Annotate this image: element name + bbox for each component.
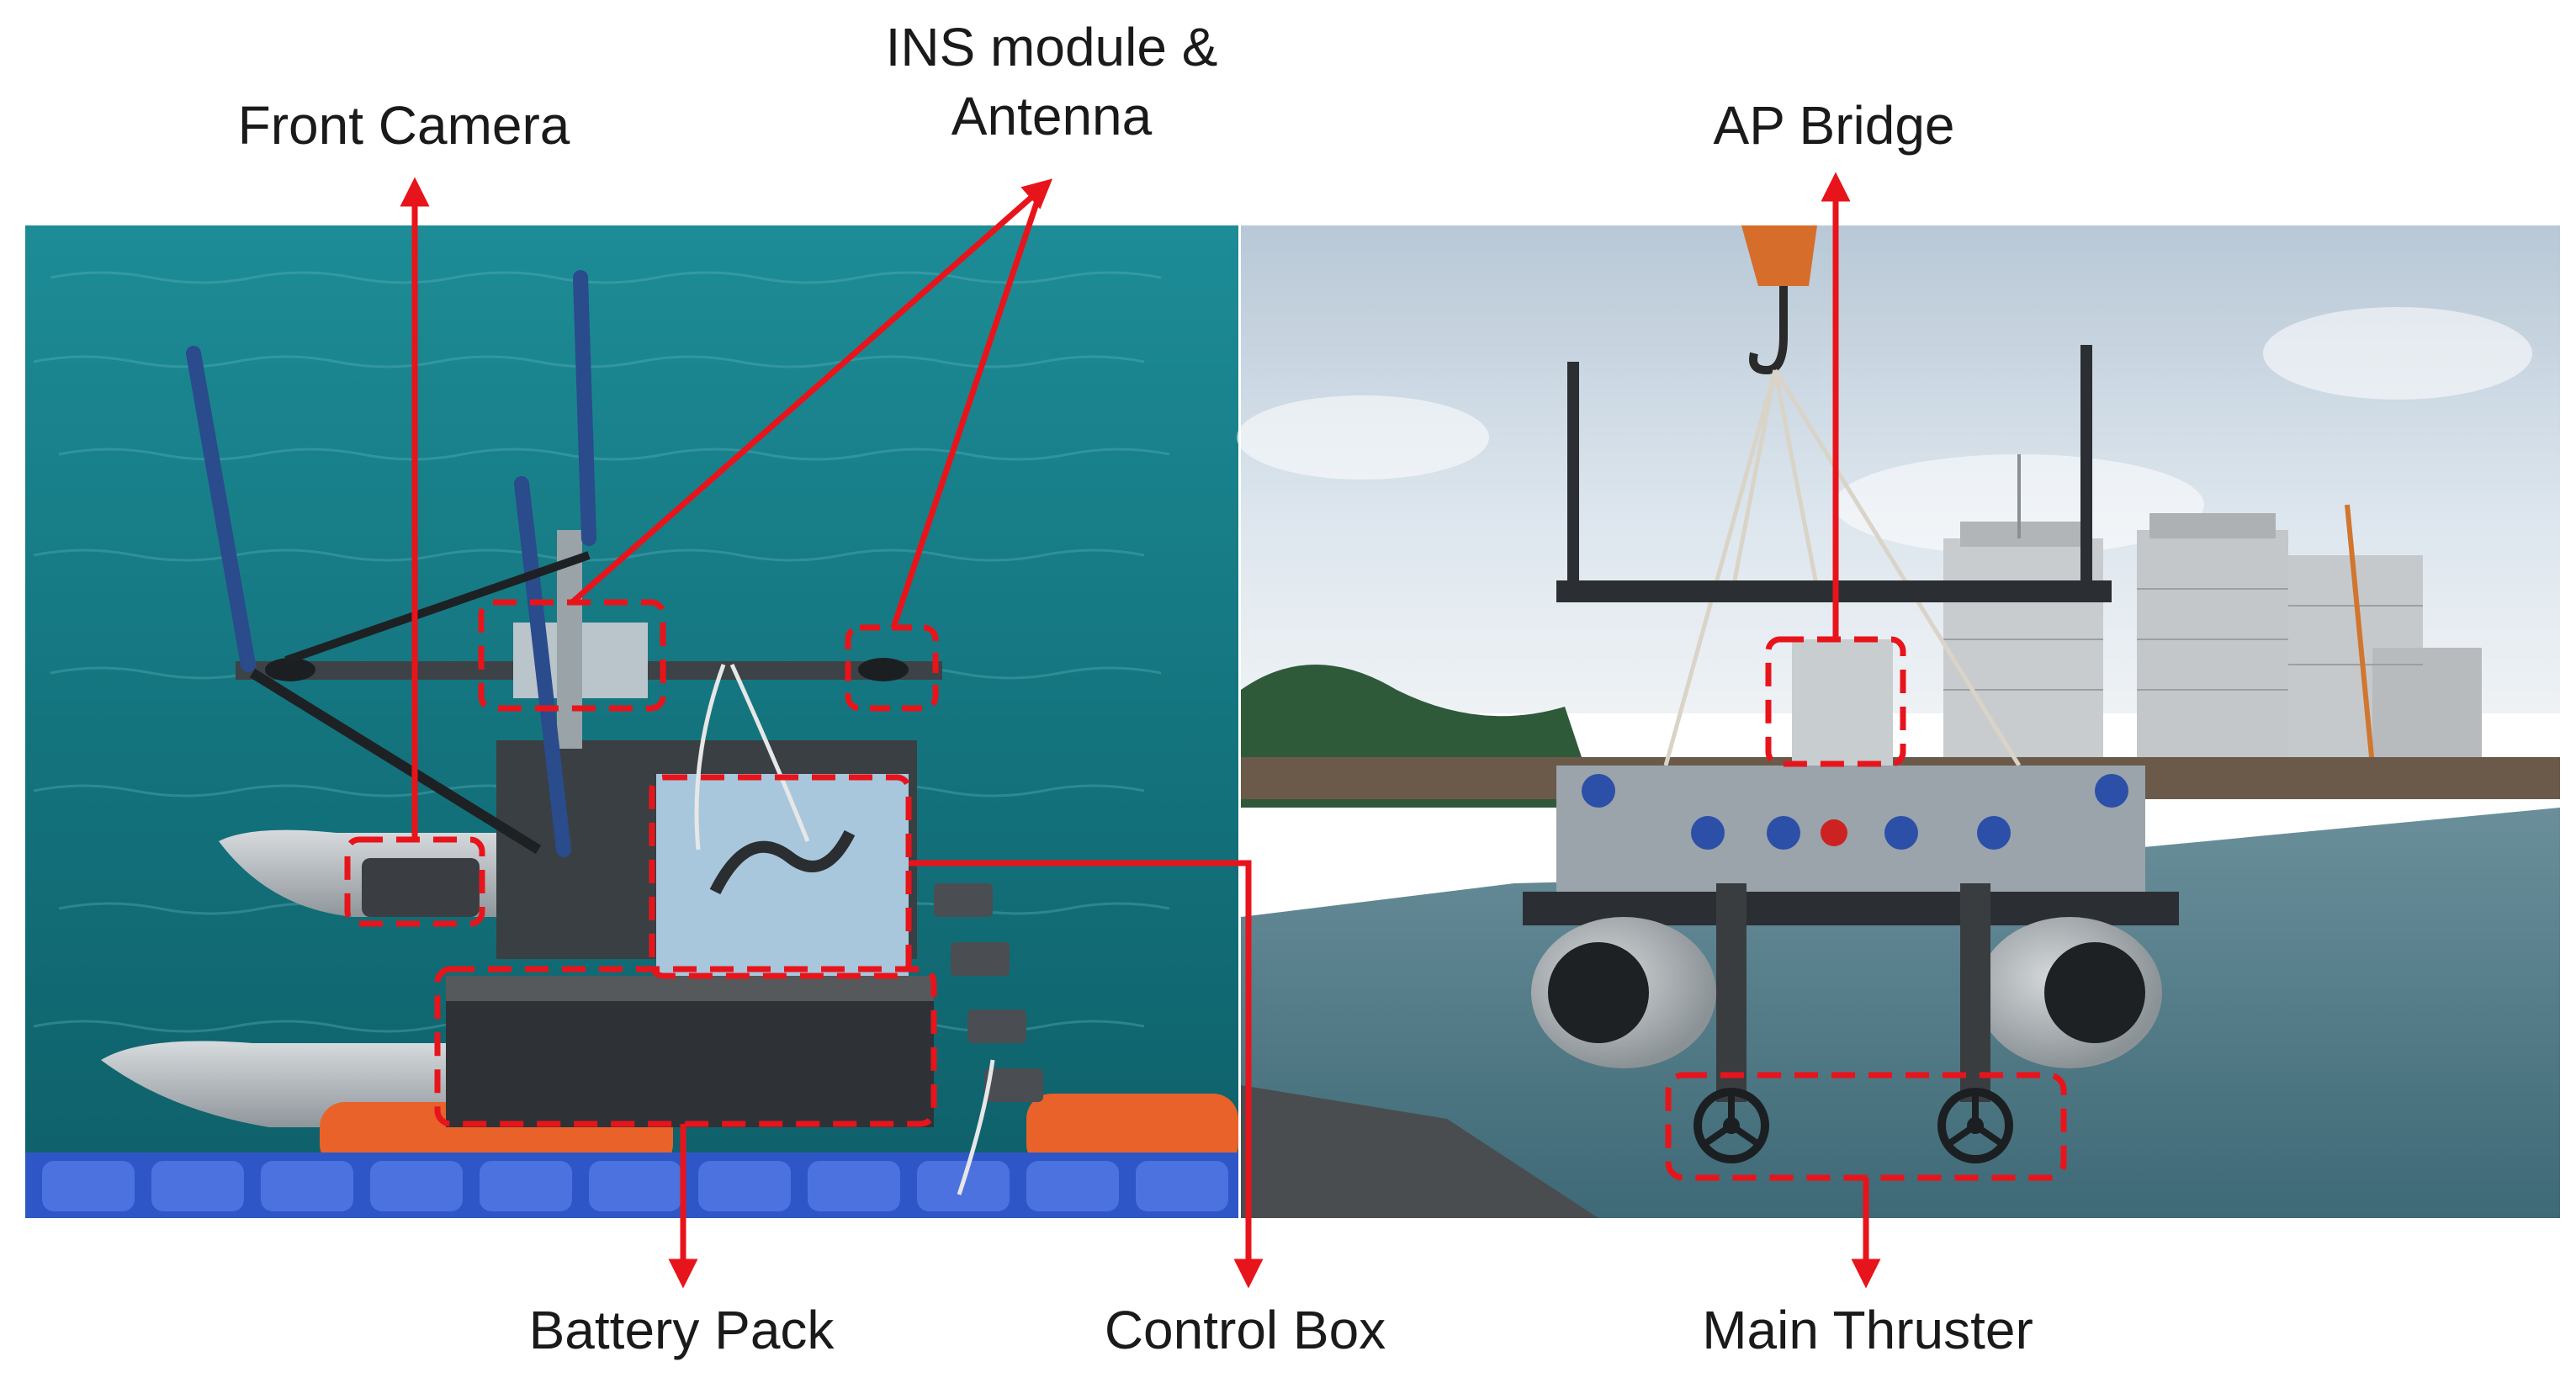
thruster-leg-right — [1960, 883, 1990, 1102]
crane-block — [1741, 225, 1817, 286]
crane-hook — [1749, 286, 1788, 375]
ap-bridge-box — [1792, 639, 1893, 766]
left-photo — [25, 225, 1238, 1218]
label-ap-bridge: AP Bridge — [1713, 95, 1955, 156]
control-box-body — [656, 774, 909, 976]
thruster-leg-left — [1716, 883, 1746, 1102]
connectors — [1582, 774, 2128, 850]
control-box-leader — [909, 860, 1264, 1289]
lifting-ropes — [1663, 368, 2022, 767]
annotations — [344, 172, 2067, 1289]
ins-module-leader — [570, 178, 1053, 605]
control-housing — [1556, 766, 2145, 900]
label-main-thruster: Main Thruster — [1702, 1300, 2033, 1360]
control-box-marker — [649, 774, 912, 979]
label-battery-pack: Battery Pack — [528, 1300, 835, 1360]
antenna-3 — [514, 476, 571, 857]
rocks — [1241, 1085, 1598, 1218]
label-ins-module-antenna: INS module & Antenna — [885, 17, 1218, 146]
antenna-1 — [186, 346, 256, 672]
antenna-leader — [890, 187, 1045, 629]
blue-dock-cubes — [42, 1161, 1228, 1211]
antenna-2 — [573, 270, 596, 546]
front-camera-body — [362, 858, 480, 917]
antenna-marker — [845, 624, 939, 712]
label-control-box: Control Box — [1104, 1300, 1386, 1360]
orange-dock-right — [1026, 1094, 1238, 1169]
right-photo — [1237, 225, 2560, 1218]
thruster-propellers — [1693, 1088, 2013, 1163]
side-brackets — [934, 883, 1043, 1102]
buildings — [1943, 454, 2482, 766]
label-front-camera: Front Camera — [237, 95, 570, 156]
